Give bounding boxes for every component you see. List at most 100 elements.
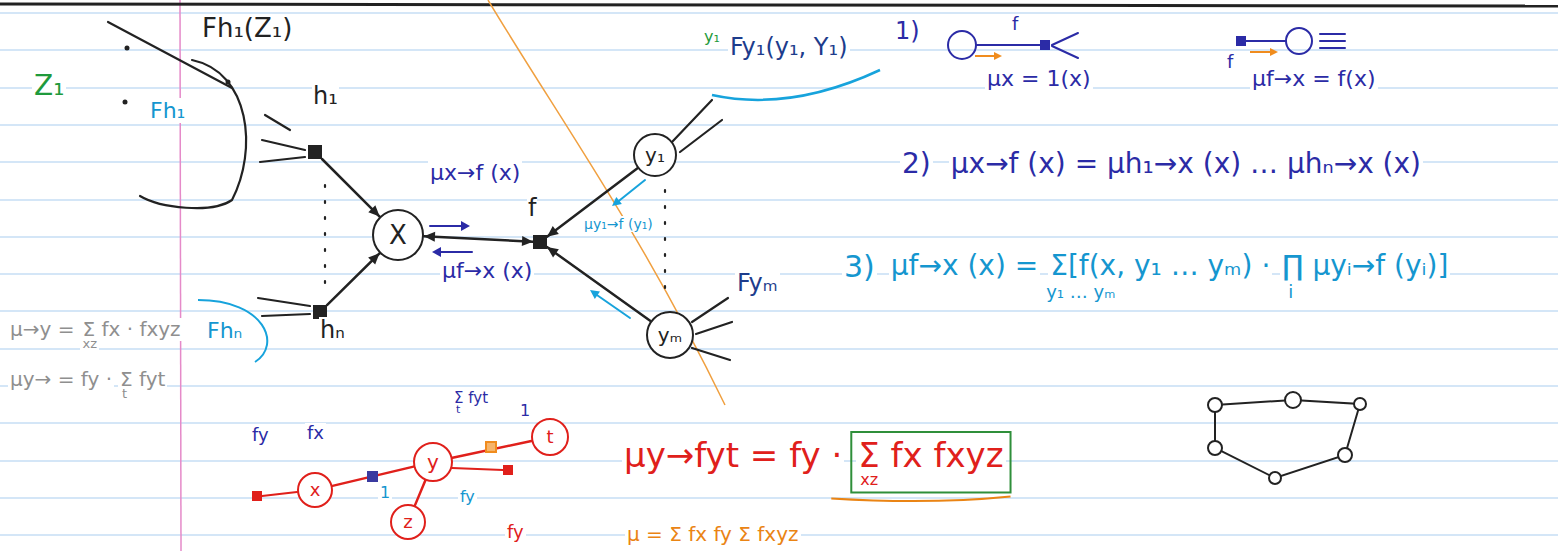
- arrowhead: [424, 232, 435, 242]
- orange-curve: [488, 0, 725, 405]
- sketch-stroke: [265, 115, 290, 130]
- handwritten-label: 3): [842, 250, 877, 285]
- handwritten-label: fy: [505, 522, 526, 543]
- handwritten-label: Fh₁: [148, 98, 187, 123]
- connector-line: [547, 247, 650, 321]
- connector-line: [327, 253, 379, 305]
- handwritten-label: f: [1010, 14, 1020, 35]
- variable-name: z: [403, 512, 412, 532]
- handwritten-label: xz: [858, 471, 880, 489]
- arrowhead: [547, 226, 559, 237]
- sketch-stroke: [262, 314, 310, 316]
- ruled-line: [0, 348, 1558, 349]
- sketch-stroke: [432, 247, 441, 257]
- sketch-stroke: [1320, 40, 1345, 42]
- sketch-stroke: [258, 298, 310, 306]
- connector: [327, 253, 379, 305]
- ruled-line: [0, 236, 1558, 237]
- variable-name: x: [310, 480, 321, 500]
- sketch-stroke: [262, 140, 305, 150]
- handwritten-label: y₁: [702, 28, 722, 46]
- sketch-stroke: [1052, 33, 1078, 45]
- handwritten-label: μy₁→f (y₁): [582, 216, 655, 232]
- handwritten-label: μx→f (x): [428, 160, 522, 185]
- handwritten-label: i: [1286, 282, 1295, 303]
- handwritten-label: Fy₁(y₁, Y₁): [728, 34, 850, 62]
- dot: [123, 100, 128, 105]
- factor-label: f: [527, 195, 537, 223]
- message-arrow: [430, 180, 645, 318]
- sketch-stroke: [1285, 392, 1301, 408]
- handwritten-label: μx = 1(x): [985, 66, 1093, 91]
- sketch-stroke: [436, 251, 472, 253]
- connector: [453, 441, 532, 458]
- connector: [322, 159, 380, 217]
- handwritten-label: Fh₁(Z₁): [200, 14, 294, 44]
- sketch-stroke: [1320, 47, 1345, 49]
- margin-line: [180, 0, 181, 551]
- sketch-stroke: [692, 348, 730, 360]
- connector-line: [424, 236, 533, 241]
- handwritten-label: 2): [900, 148, 933, 180]
- sketch-stroke: [615, 180, 645, 204]
- factor-square: h₁: [308, 145, 322, 159]
- sketch-stroke: [452, 468, 503, 470]
- connector-line: [415, 480, 425, 505]
- handwritten-label: 1: [518, 402, 532, 420]
- handwritten-label: 1: [378, 484, 392, 502]
- variable-circle: yₘ: [646, 311, 694, 359]
- variable-name: t: [546, 427, 553, 447]
- factor-square: [1236, 36, 1246, 46]
- factor-square: hₙ: [313, 305, 327, 319]
- sketch-stroke: [590, 290, 600, 299]
- sketch-stroke: [948, 31, 976, 59]
- sketch-stroke: [692, 298, 728, 322]
- handwritten-label: Fhₙ: [205, 318, 244, 343]
- variable-circle: x: [297, 472, 333, 508]
- rule-one-sketch: [948, 28, 1345, 59]
- sketch-stroke: [1052, 46, 1078, 58]
- sketch-stroke: [680, 120, 722, 152]
- factor-square: [486, 442, 496, 452]
- handwritten-label: μ = Σ fx fy Σ fxyz: [625, 523, 801, 546]
- connector-line: [322, 159, 380, 217]
- sketch-stroke: [696, 322, 732, 334]
- ruled-line: [0, 422, 1558, 423]
- cycle-sketch: [1208, 392, 1366, 484]
- sketch-stroke: [612, 197, 622, 206]
- ruled-line: [0, 199, 1558, 200]
- underline-stroke: [831, 496, 1010, 501]
- sketch-stroke: [1269, 472, 1281, 484]
- sketch-stroke: [1246, 40, 1286, 42]
- ruled-paper: [0, 13, 1558, 535]
- sketch-stroke: [461, 221, 470, 231]
- variable-name: y₁: [645, 144, 665, 166]
- sketch-stroke: [1250, 51, 1272, 53]
- handwritten-label: y₁ … yₘ: [1044, 282, 1117, 303]
- sketch-stroke: [1320, 33, 1345, 35]
- handwritten-label: μf→x (x): [440, 258, 534, 283]
- cyan-curve: [198, 300, 267, 362]
- sketch-stroke: [672, 100, 712, 142]
- factor-label: hₙ: [319, 317, 346, 345]
- variable-name: X: [389, 221, 407, 250]
- sketch-stroke: [140, 60, 246, 208]
- variable-circle: t: [531, 418, 569, 456]
- connector: [547, 247, 650, 321]
- dot: [125, 46, 130, 51]
- top-rule: [0, 4, 1558, 6]
- arrowhead: [547, 247, 559, 257]
- handwritten-label: 1): [893, 18, 922, 46]
- bracket-box: [851, 432, 1010, 492]
- connector: [415, 480, 425, 505]
- sketch-stroke: [1354, 398, 1366, 410]
- sketch-stroke: [262, 492, 297, 496]
- factor-square: [503, 465, 513, 475]
- ruled-line: [0, 124, 1558, 125]
- factor-square: [367, 471, 378, 482]
- sketch-stroke: [1338, 448, 1352, 462]
- arrowhead: [522, 236, 533, 246]
- sketch-stroke: [430, 225, 466, 227]
- variable-name: yₘ: [658, 324, 682, 346]
- ruled-line: [0, 310, 1558, 311]
